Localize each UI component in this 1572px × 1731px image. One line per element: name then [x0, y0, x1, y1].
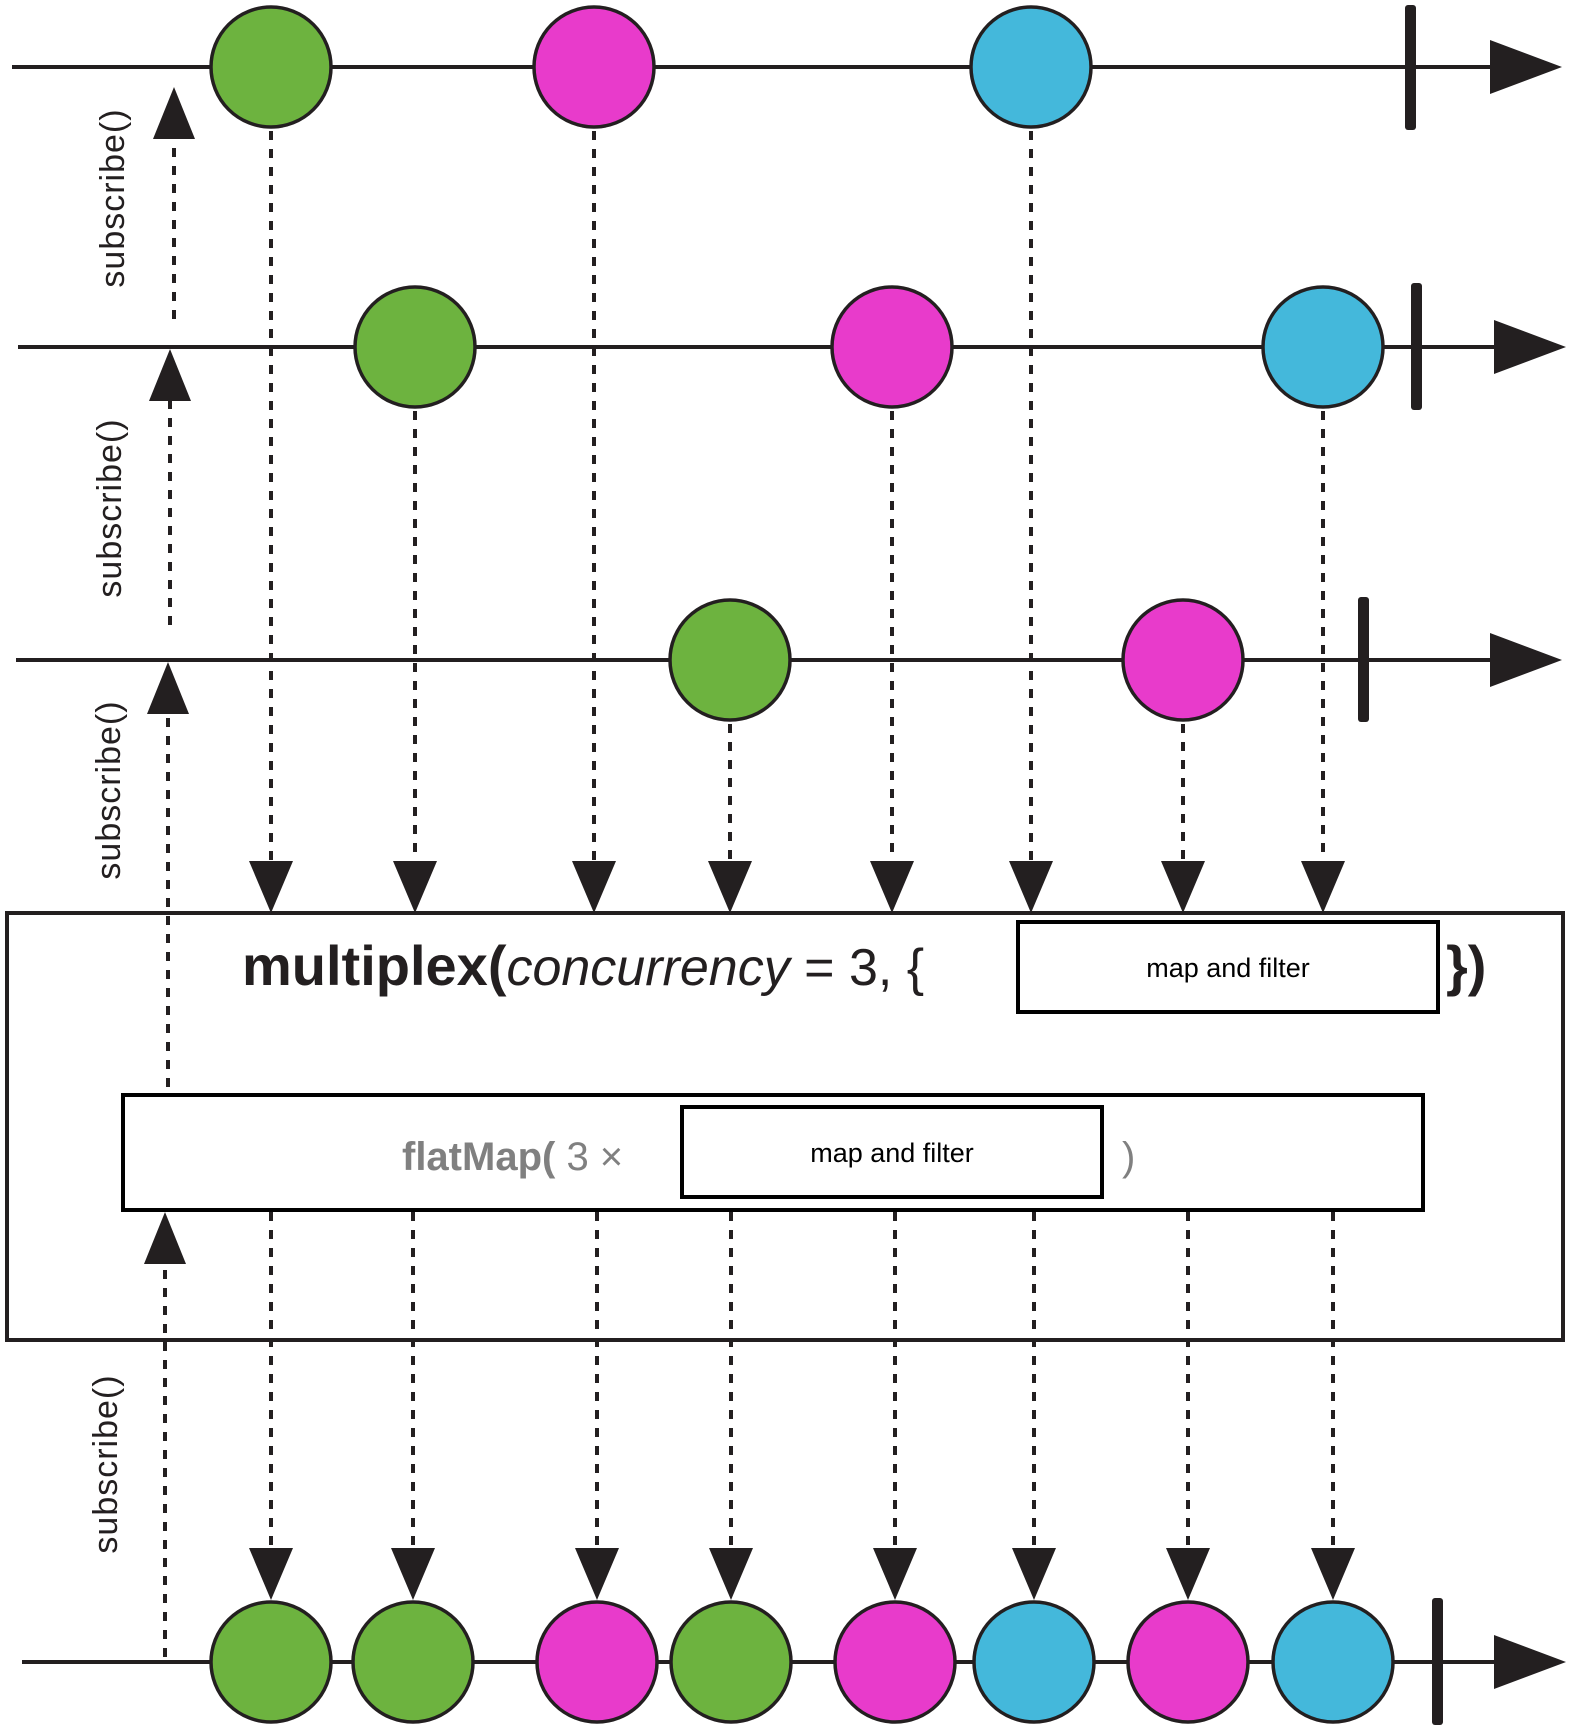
marble-output-blue: [972, 1600, 1096, 1724]
arrowhead-down: [1161, 861, 1205, 913]
multiplex-close: }): [1446, 934, 1486, 997]
arrowhead-up: [147, 662, 189, 714]
flatmap-close: ): [1122, 1135, 1135, 1179]
arrowhead-up: [144, 1212, 186, 1264]
arrowhead-down: [1009, 861, 1053, 913]
marble-source-2-green: [353, 285, 477, 409]
multiplex-assign: = 3, {: [790, 939, 924, 997]
dashed-connectors: [163, 130, 1335, 1660]
subscribe-label: subscribe(): [91, 418, 129, 597]
timeline-source-2-axis: [18, 320, 1566, 374]
arrowhead-down: [708, 861, 752, 913]
multiplex-inner-function-box: [1016, 920, 1440, 1014]
completion-marker: [1432, 1598, 1443, 1725]
subscribe-label: subscribe(): [94, 108, 132, 287]
arrowhead-down: [1311, 1548, 1355, 1600]
arrowhead-up: [153, 87, 195, 139]
marble-output-magenta: [535, 1600, 659, 1724]
arrowhead-down: [249, 861, 293, 913]
subscribe-label: subscribe(): [87, 1374, 125, 1553]
arrowhead-down: [575, 1548, 619, 1600]
timeline-arrowhead: [1494, 320, 1566, 374]
marble-output-green: [669, 1600, 793, 1724]
completion-marker: [1358, 597, 1369, 722]
marbles: [209, 5, 1395, 1724]
arrowhead-down: [1166, 1548, 1210, 1600]
marble-output-green: [209, 1600, 333, 1724]
marble-output-magenta: [833, 1600, 957, 1724]
flatmap-multiplier: 3 ×: [555, 1135, 623, 1179]
flatmap-label: flatMap( 3 ×: [402, 1135, 623, 1179]
timeline-arrowhead: [1494, 1635, 1566, 1689]
flatmap-inner-function-box: [680, 1105, 1104, 1199]
arrowhead-up: [149, 349, 191, 401]
marble-source-3-green: [668, 598, 792, 722]
marble-source-1-magenta: [532, 5, 656, 129]
connector-arrowheads: [144, 87, 1355, 1600]
flatmap-inner-label: map and filter: [810, 1138, 974, 1168]
multiplex-inner-label: map and filter: [1146, 953, 1310, 983]
multiplex-param: concurrency: [506, 939, 792, 997]
marble-output-blue: [1271, 1600, 1395, 1724]
completion-marker: [1411, 283, 1422, 410]
marble-source-2-magenta: [830, 285, 954, 409]
multiplex-label: multiplex(concurrency = 3, {: [242, 934, 924, 997]
timeline-arrowhead: [1490, 40, 1562, 94]
marble-source-1-green: [209, 5, 333, 129]
arrowhead-down: [1012, 1548, 1056, 1600]
marble-output-magenta: [1126, 1600, 1250, 1724]
arrowhead-down: [709, 1548, 753, 1600]
arrowhead-down: [873, 1548, 917, 1600]
arrowhead-down: [393, 861, 437, 913]
arrowhead-down: [870, 861, 914, 913]
timeline-arrowhead: [1490, 633, 1562, 687]
marble-source-3-magenta: [1121, 598, 1245, 722]
completion-marker: [1405, 5, 1416, 130]
marble-source-1-blue: [969, 5, 1093, 129]
arrowhead-down: [572, 861, 616, 913]
arrowhead-down: [1301, 861, 1345, 913]
subscribe-label: subscribe(): [90, 700, 128, 879]
arrowhead-down: [249, 1548, 293, 1600]
arrowhead-down: [391, 1548, 435, 1600]
multiplex-name: multiplex(: [242, 934, 507, 997]
marble-output-green: [351, 1600, 475, 1724]
marble-source-2-blue: [1261, 285, 1385, 409]
flatmap-name: flatMap(: [402, 1135, 556, 1179]
